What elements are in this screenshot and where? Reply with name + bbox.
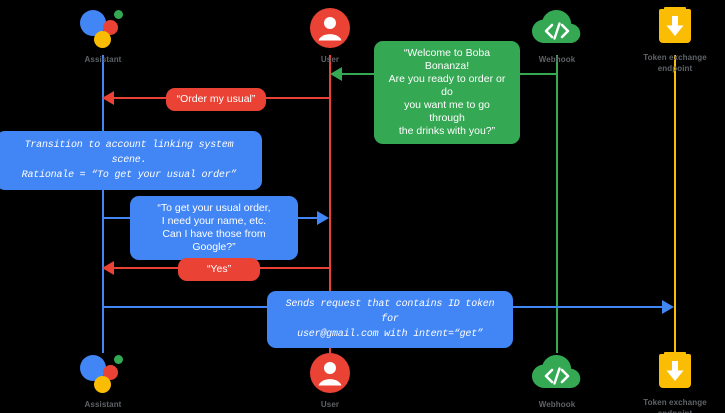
message-line: I need your name, etc.	[161, 215, 267, 227]
message-ask-for-details: “To get your usual order, I need your na…	[130, 196, 298, 260]
google-assistant-icon	[38, 6, 168, 50]
lifeline-assistant	[102, 55, 104, 353]
lifeline-webhook	[556, 55, 558, 353]
message-welcome: “Welcome to Boba Bonanza! Are you ready …	[374, 41, 520, 144]
message-yes: “Yes”	[178, 258, 260, 281]
lifeline-token-exchange-endpoint	[674, 55, 676, 353]
message-line: Are you ready to order or do	[388, 73, 506, 98]
message-line: Can I have those from Google?”	[162, 228, 266, 253]
download-box-icon	[610, 349, 725, 393]
note-line: user@gmail.com with intent=“get”	[297, 329, 483, 340]
note-line: Transition to account linking system sce…	[24, 140, 234, 166]
arrowhead-ask-for-details	[317, 211, 329, 225]
note-line: Sends request that contains ID token for	[285, 299, 495, 325]
message-line: the drinks with you?”	[398, 125, 496, 137]
message-line: “Order my usual”	[176, 93, 256, 105]
cloud-code-icon	[492, 351, 622, 395]
arrowhead-sends-request	[662, 300, 674, 314]
lifeline-user	[329, 55, 331, 353]
actor-label-webhook: Webhook	[538, 400, 576, 409]
token-label-line2: endpoint	[658, 409, 693, 413]
google-assistant-icon	[38, 351, 168, 395]
actor-label-assistant: Assistant	[84, 400, 122, 409]
arrowhead-order-my-usual	[102, 91, 114, 105]
user-avatar-icon	[265, 351, 395, 395]
message-line: you want me to go through	[404, 99, 490, 124]
message-line: “Welcome to Boba Bonanza!	[403, 47, 491, 72]
message-line: “Yes”	[206, 263, 232, 275]
actor-label-token-endpoint: Token exchange endpoint	[610, 397, 725, 413]
arrowhead-welcome	[330, 67, 342, 81]
note-transition: Transition to account linking system sce…	[0, 131, 262, 190]
actor-user-bottom: User	[265, 351, 395, 410]
note-line: Rationale = “To get your usual order”	[21, 170, 237, 181]
actor-label-token-endpoint: Token exchange endpoint	[610, 52, 725, 74]
actor-webhook-bottom: Webhook	[492, 351, 622, 410]
message-order-my-usual: “Order my usual”	[166, 88, 266, 111]
actor-assistant-bottom: Assistant	[38, 351, 168, 410]
message-line: “To get your usual order,	[157, 202, 271, 214]
token-label-line1: Token exchange	[643, 398, 707, 407]
actor-label-user: User	[320, 400, 340, 409]
note-sends-request: Sends request that contains ID token for…	[267, 291, 513, 348]
actor-token-endpoint-bottom: Token exchange endpoint	[610, 349, 725, 413]
actor-token-endpoint-top: Token exchange endpoint	[610, 4, 725, 74]
download-box-icon	[610, 4, 725, 48]
arrowhead-yes	[102, 261, 114, 275]
